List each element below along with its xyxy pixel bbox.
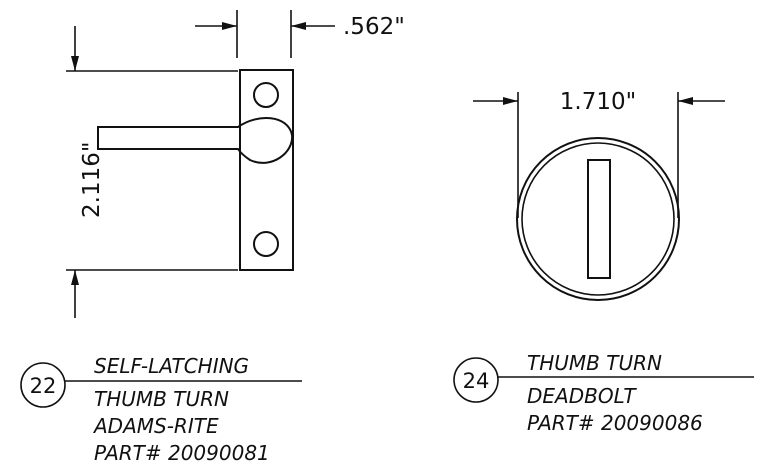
callout-22: 22 SELF-LATCHING THUMB TURN ADAMS-RITE P… — [20, 354, 302, 465]
deadbolt-thumb-turn-figure — [516, 137, 680, 301]
self-latching-thumb-turn-figure — [97, 69, 294, 271]
width-dimension-label: .562" — [343, 14, 405, 40]
height-dimension-label: 2.116" — [79, 142, 105, 218]
outer-rim — [516, 137, 680, 301]
turn-slot — [587, 159, 611, 279]
callout-22-number: 22 — [30, 374, 57, 398]
callout-22-line-3: PART# 20090081 — [94, 441, 270, 465]
top-screw-hole — [253, 82, 279, 108]
diameter-dimension-label: 1.710" — [560, 89, 636, 115]
lever-handle — [97, 116, 294, 164]
callout-22-title: SELF-LATCHING — [94, 354, 249, 378]
callout-24-title: THUMB TURN — [527, 351, 662, 375]
bottom-screw-hole — [253, 231, 279, 257]
callout-22-bubble — [20, 362, 66, 408]
callout-22-line-2: ADAMS-RITE — [92, 414, 219, 438]
mounting-plate — [239, 69, 294, 271]
width-dimension: .562" — [195, 10, 405, 58]
diameter-dimension: 1.710" — [473, 89, 725, 218]
callout-22-line-1: THUMB TURN — [94, 387, 229, 411]
callout-24: 24 THUMB TURN DEADBOLT PART# 20090086 — [453, 351, 754, 435]
callout-24-bubble — [453, 357, 499, 403]
height-dimension: 2.116" — [66, 26, 238, 318]
callout-24-line-2: PART# 20090086 — [527, 411, 703, 435]
inner-rim — [521, 142, 675, 296]
callout-24-number: 24 — [463, 369, 490, 393]
callout-24-line-1: DEADBOLT — [527, 384, 637, 408]
